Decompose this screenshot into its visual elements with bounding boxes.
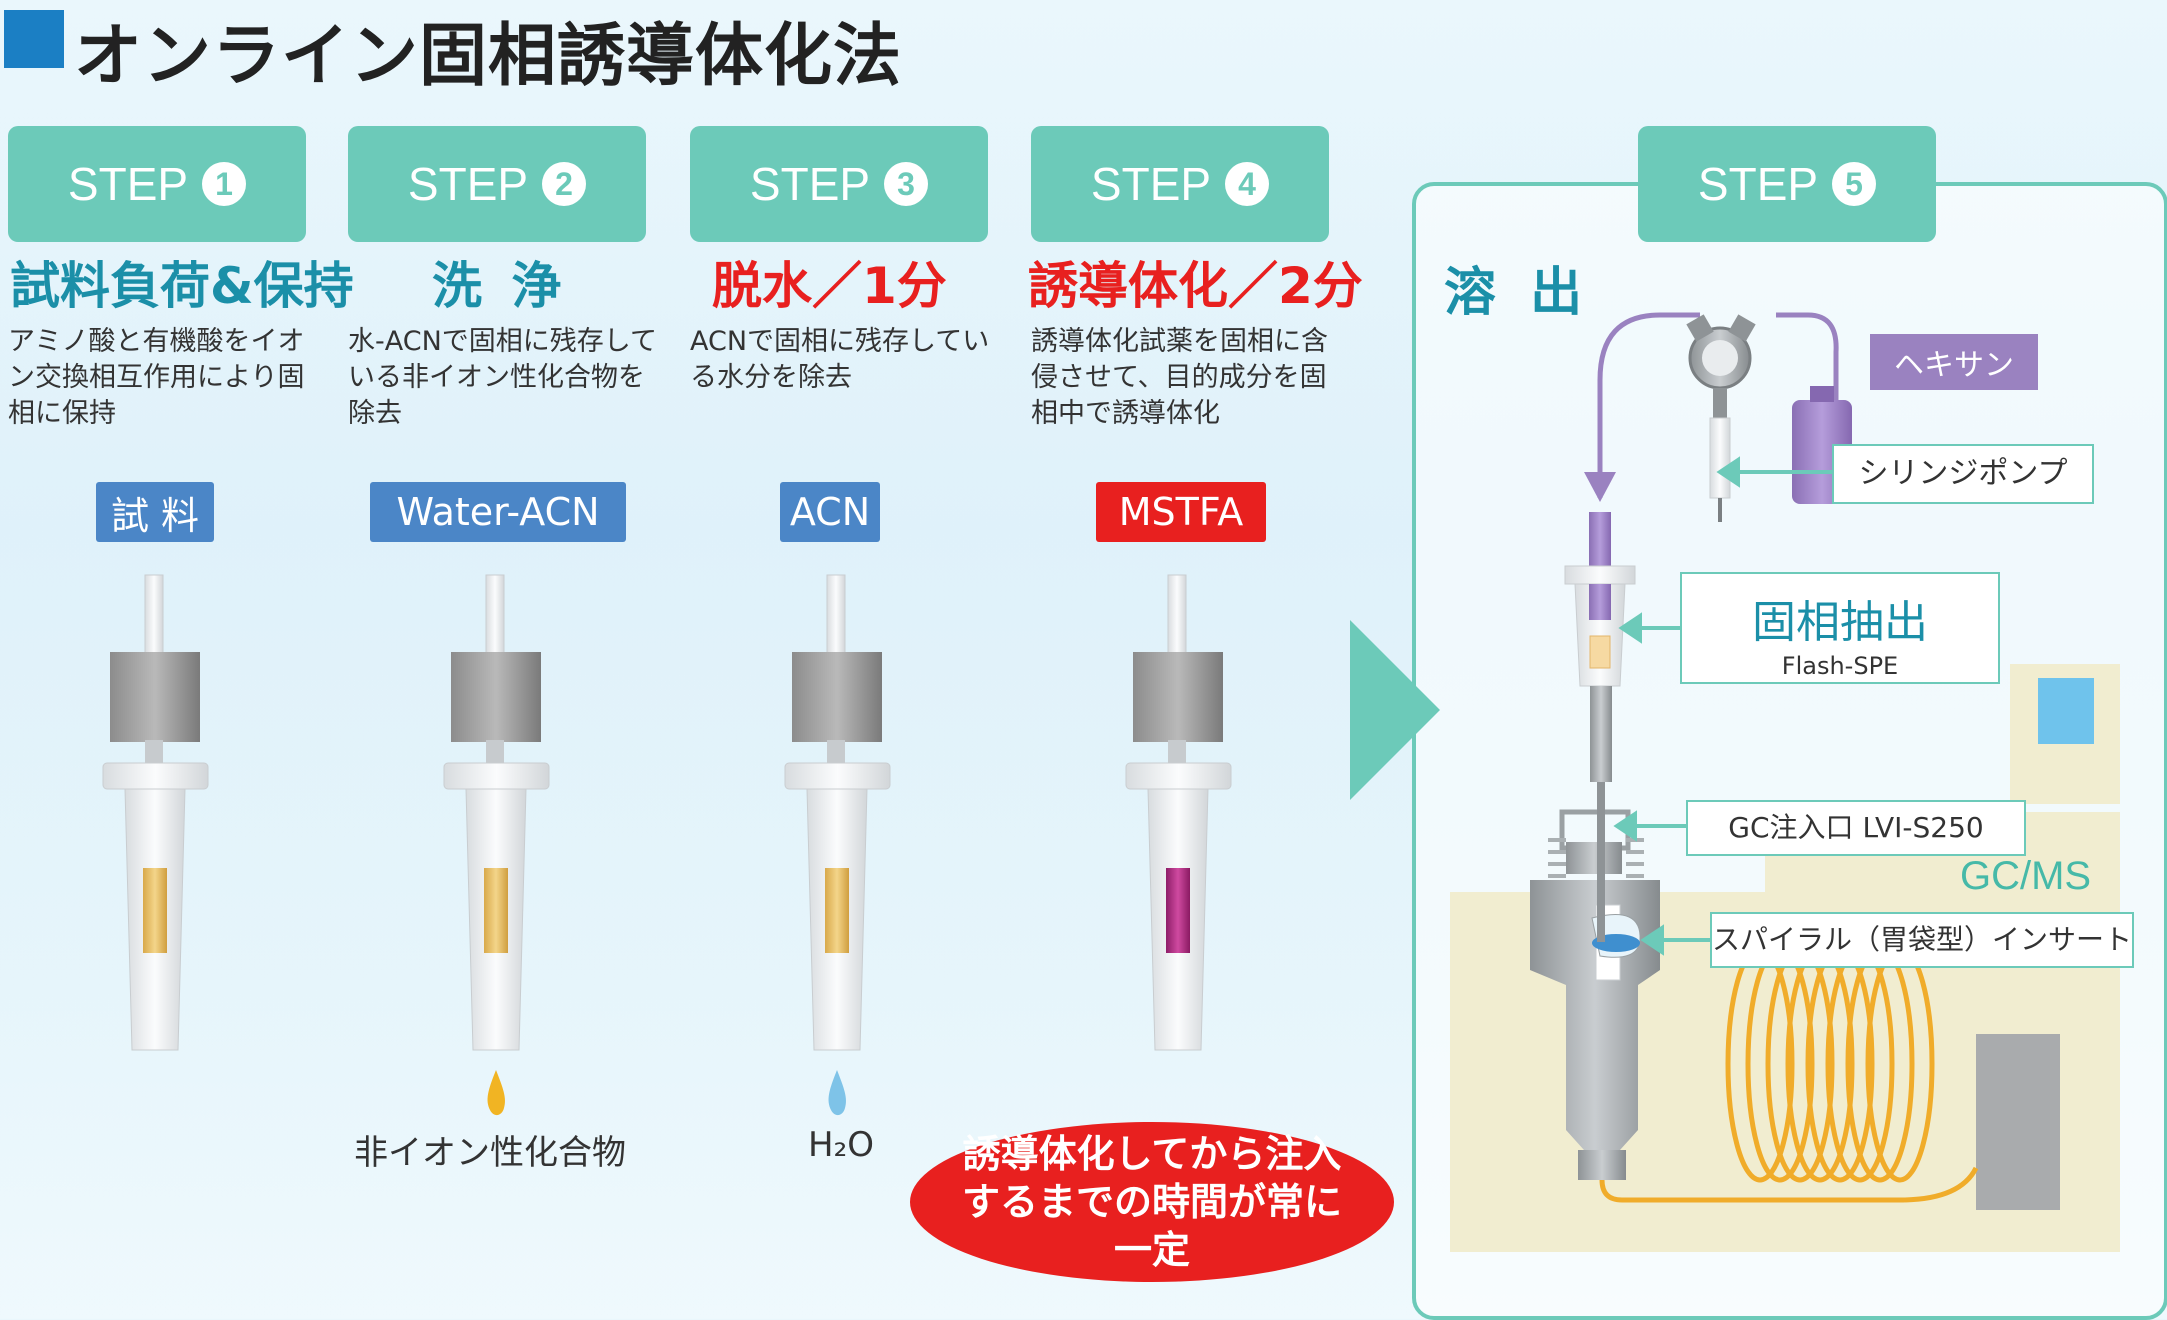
- syringe-pump-callout: シリンジポンプ: [1832, 444, 2094, 504]
- step-label: STEP: [749, 158, 871, 210]
- step-4-box: STEP 4: [1031, 126, 1329, 242]
- step-2-box: STEP 2: [348, 126, 646, 242]
- step-5-box: STEP 5: [1638, 126, 1936, 242]
- droplet-icon: [828, 1070, 847, 1116]
- cartridge-2: [443, 574, 550, 1116]
- step-1-heading: 試料負荷&保持: [10, 257, 354, 315]
- hexane-label: ヘキサン: [1870, 334, 2038, 390]
- step-3-heading: 脱水／1分: [712, 257, 947, 315]
- gc-inlet: [1530, 809, 1660, 1180]
- step-label: STEP: [67, 158, 189, 210]
- droplet-icon: [487, 1070, 506, 1116]
- gc-inlet-callout: GC注入口 LVI-S250: [1686, 800, 2026, 856]
- callout-arrows: [1613, 456, 1836, 956]
- title-square-icon: [4, 10, 64, 68]
- spe-syringe-column: [1564, 512, 1636, 942]
- step-number: 4: [1225, 162, 1270, 206]
- step-4-description: 誘導体化試薬を固相に含侵させて、目的成分を固相中で誘導体化: [1031, 326, 1328, 429]
- reagent-tag-acn: ACN: [780, 482, 880, 542]
- step-number: 3: [884, 162, 929, 206]
- gcms-label: GC/MS: [1960, 854, 2092, 898]
- big-arrow-icon: [1350, 620, 1440, 800]
- step-number: 2: [542, 162, 587, 206]
- insert-callout: スパイラル（胃袋型）インサート: [1710, 912, 2134, 968]
- step-label: STEP: [1697, 158, 1819, 210]
- reagent-tag-mstfa: MSTFA: [1096, 482, 1266, 542]
- spe-title: 固相抽出: [1752, 597, 1928, 648]
- spe-subtitle: Flash-SPE: [1781, 652, 1899, 680]
- arrow-down-icon: [1584, 472, 1616, 502]
- note-bubble: 誘導体化してから注入するまでの時間が常に一定: [910, 1122, 1394, 1282]
- step-3-description: ACNで固相に残存している水分を除去: [690, 326, 990, 393]
- step-3-box: STEP 3: [690, 126, 988, 242]
- cartridge-4: [1125, 574, 1232, 1051]
- reagent-tag-water-acn: Water-ACN: [370, 482, 626, 542]
- syringe-pump: [1584, 312, 1852, 522]
- step-1-box: STEP 1: [8, 126, 306, 242]
- step-4-heading: 誘導体化／2分: [1028, 257, 1363, 315]
- step-2-heading: 洗 浄: [432, 257, 568, 315]
- note-text: 誘導体化してから注入するまでの時間が常に一定: [961, 1132, 1342, 1272]
- step-1-description: アミノ酸と有機酸をイオン交換相互作用により固相に保持: [8, 326, 305, 429]
- step-5-heading: 溶 出: [1444, 263, 1591, 323]
- spe-callout: 固相抽出 Flash-SPE: [1680, 572, 2000, 684]
- water-label: H₂O: [808, 1125, 874, 1165]
- step-label: STEP: [407, 158, 529, 210]
- reagent-tag-sample: 試 料: [96, 482, 214, 542]
- page-title: オンライン固相誘導体化法: [74, 17, 903, 96]
- step-number: 1: [202, 162, 247, 206]
- step-number: 5: [1832, 162, 1877, 206]
- cartridge-1: [102, 574, 209, 1051]
- step-label: STEP: [1090, 158, 1212, 210]
- non-ionic-compound-label: 非イオン性化合物: [354, 1133, 626, 1173]
- cartridge-3: [784, 574, 891, 1116]
- step-2-description: 水-ACNで固相に残存している非イオン性化合物を除去: [348, 326, 657, 429]
